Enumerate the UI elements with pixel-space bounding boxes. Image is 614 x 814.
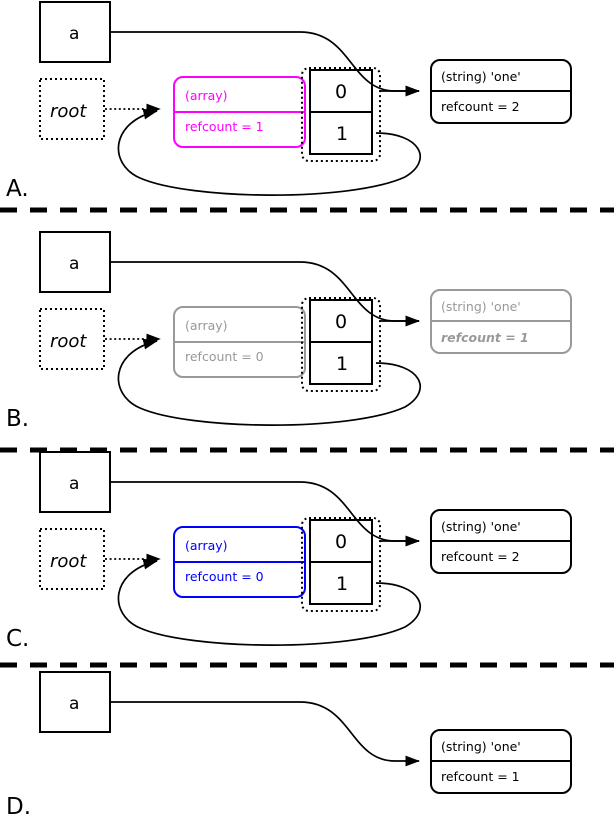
- variable-box-a[interactable]: a: [39, 451, 111, 513]
- edge-a-to-string: [110, 701, 420, 767]
- index-cell-1[interactable]: [309, 561, 373, 605]
- panel-letter-d: D.: [6, 794, 31, 814]
- array-index-container: 0 1: [301, 517, 381, 612]
- variable-box-a[interactable]: a: [39, 671, 111, 733]
- index-label-1: 1: [336, 573, 348, 595]
- variable-box-a[interactable]: a: [39, 1, 111, 63]
- string-node[interactable]: (string) 'one' refcount = 1: [430, 729, 572, 794]
- panel-d: a (string) 'one' refcount = 1 D.: [6, 671, 572, 814]
- variable-label: a: [69, 254, 79, 274]
- root-box[interactable]: root: [39, 78, 105, 140]
- string-type-label: (string) 'one': [441, 519, 521, 534]
- root-box[interactable]: root: [39, 308, 105, 370]
- array-node[interactable]: (array) refcount = 1: [173, 76, 306, 148]
- array-node[interactable]: (array) refcount = 0: [173, 306, 306, 378]
- index-cell-1[interactable]: [309, 111, 373, 155]
- panel-letter-b: B.: [6, 406, 29, 432]
- index-cell-1[interactable]: [309, 341, 373, 385]
- string-refcount-label: refcount = 2: [441, 549, 520, 564]
- variable-label: a: [69, 24, 79, 44]
- panel-a: a root (array) refcount = 1 0 1 (: [6, 1, 572, 202]
- edge-index1-to-array: [117, 558, 422, 646]
- string-type-label: (string) 'one': [441, 739, 521, 754]
- index-label-0: 0: [335, 531, 347, 553]
- index-label-1: 1: [336, 353, 348, 375]
- string-refcount-label: refcount = 2: [441, 99, 520, 114]
- variable-box-a[interactable]: a: [39, 231, 111, 293]
- variable-label: a: [69, 694, 79, 714]
- array-node[interactable]: (array) refcount = 0: [173, 526, 306, 598]
- array-type-label: (array): [185, 88, 228, 103]
- string-node[interactable]: (string) 'one' refcount = 1: [430, 289, 572, 354]
- panel-letter-a: A.: [6, 176, 29, 202]
- index-label-0: 0: [335, 81, 347, 103]
- string-refcount-label: refcount = 1: [441, 769, 520, 784]
- array-index-container: 0 1: [301, 67, 381, 162]
- root-label: root: [50, 551, 87, 572]
- panel-b: a root (array) refcount = 0 0 1 (string)…: [6, 231, 572, 432]
- root-box[interactable]: root: [39, 528, 105, 590]
- string-type-label: (string) 'one': [441, 69, 521, 84]
- edge-index1-to-array: [117, 108, 422, 196]
- root-label: root: [50, 331, 87, 352]
- index-label-1: 1: [336, 123, 348, 145]
- array-type-label: (array): [185, 318, 228, 333]
- array-refcount-label: refcount = 0: [185, 569, 264, 584]
- string-node[interactable]: (string) 'one' refcount = 2: [430, 509, 572, 574]
- array-refcount-label: refcount = 0: [185, 349, 264, 364]
- string-refcount-label: refcount = 1: [441, 330, 529, 345]
- string-type-label: (string) 'one': [441, 299, 521, 314]
- edge-index1-to-array: [117, 338, 422, 426]
- panel-c: a root (array) refcount = 0 0 1 (string)…: [6, 451, 572, 652]
- array-type-label: (array): [185, 538, 228, 553]
- array-refcount-label: refcount = 1: [185, 119, 264, 134]
- variable-label: a: [69, 474, 79, 494]
- index-label-0: 0: [335, 311, 347, 333]
- string-node[interactable]: (string) 'one' refcount = 2: [430, 59, 572, 124]
- panel-letter-c: C.: [6, 626, 29, 652]
- array-index-container: 0 1: [301, 297, 381, 392]
- root-label: root: [50, 101, 87, 122]
